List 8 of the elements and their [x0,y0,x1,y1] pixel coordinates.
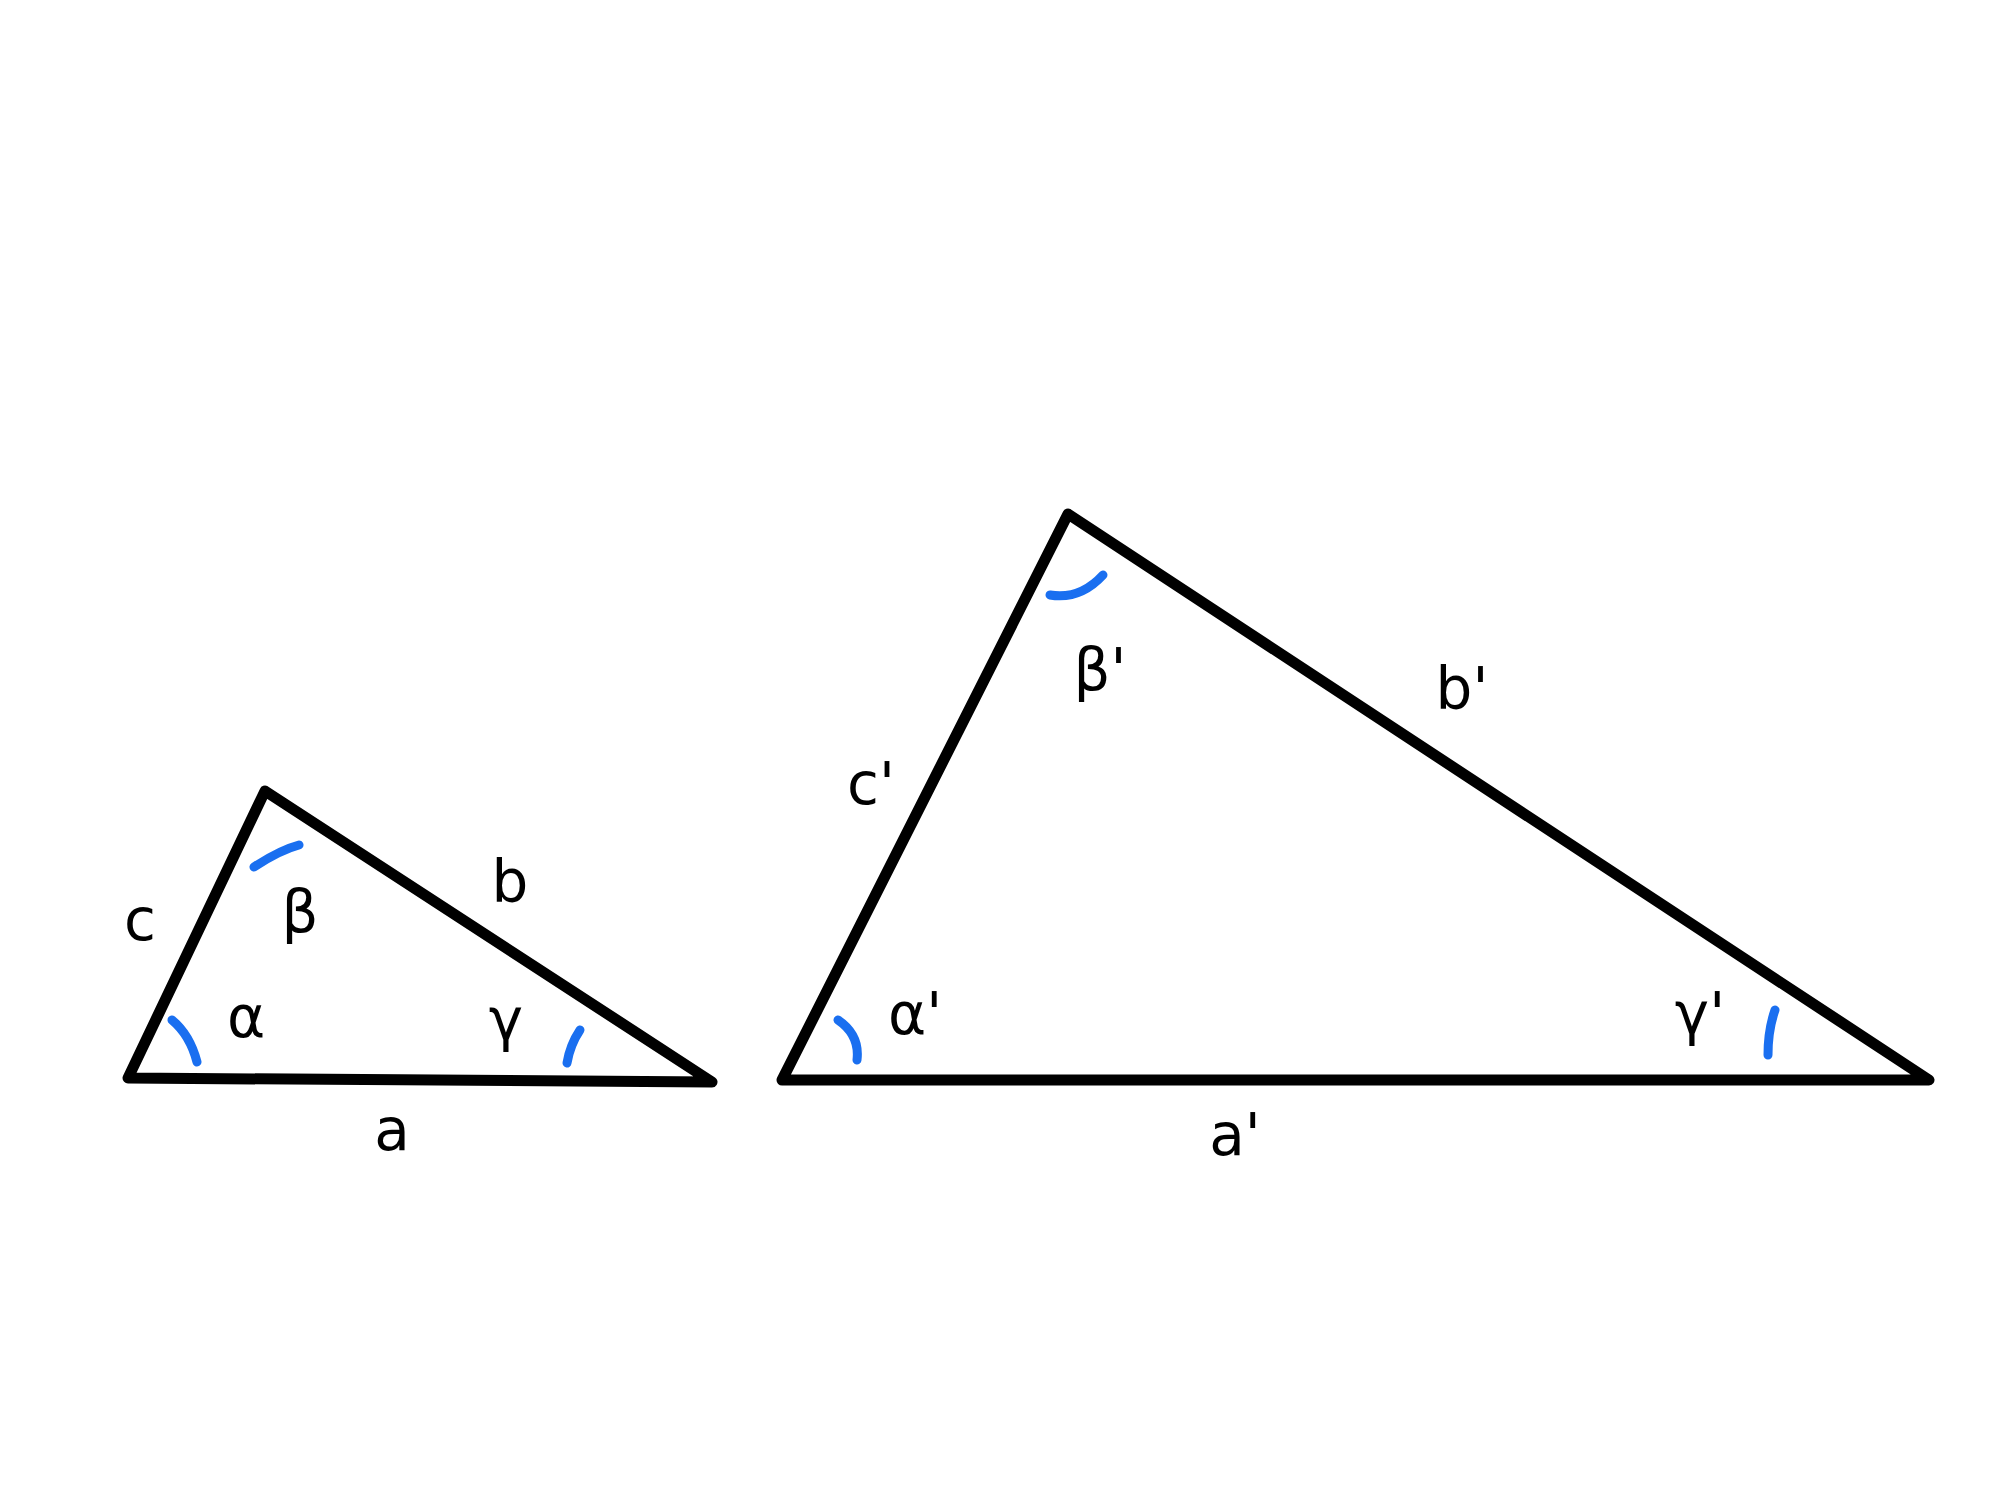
side-label: c' [847,755,895,813]
side-label: b' [1435,660,1489,718]
side-label: c [124,891,156,949]
side-label: a [374,1101,410,1159]
side-label: a' [1209,1106,1261,1164]
angle-label: α [226,988,266,1046]
angle-label: α' [887,985,943,1043]
side-label: b [491,853,529,911]
